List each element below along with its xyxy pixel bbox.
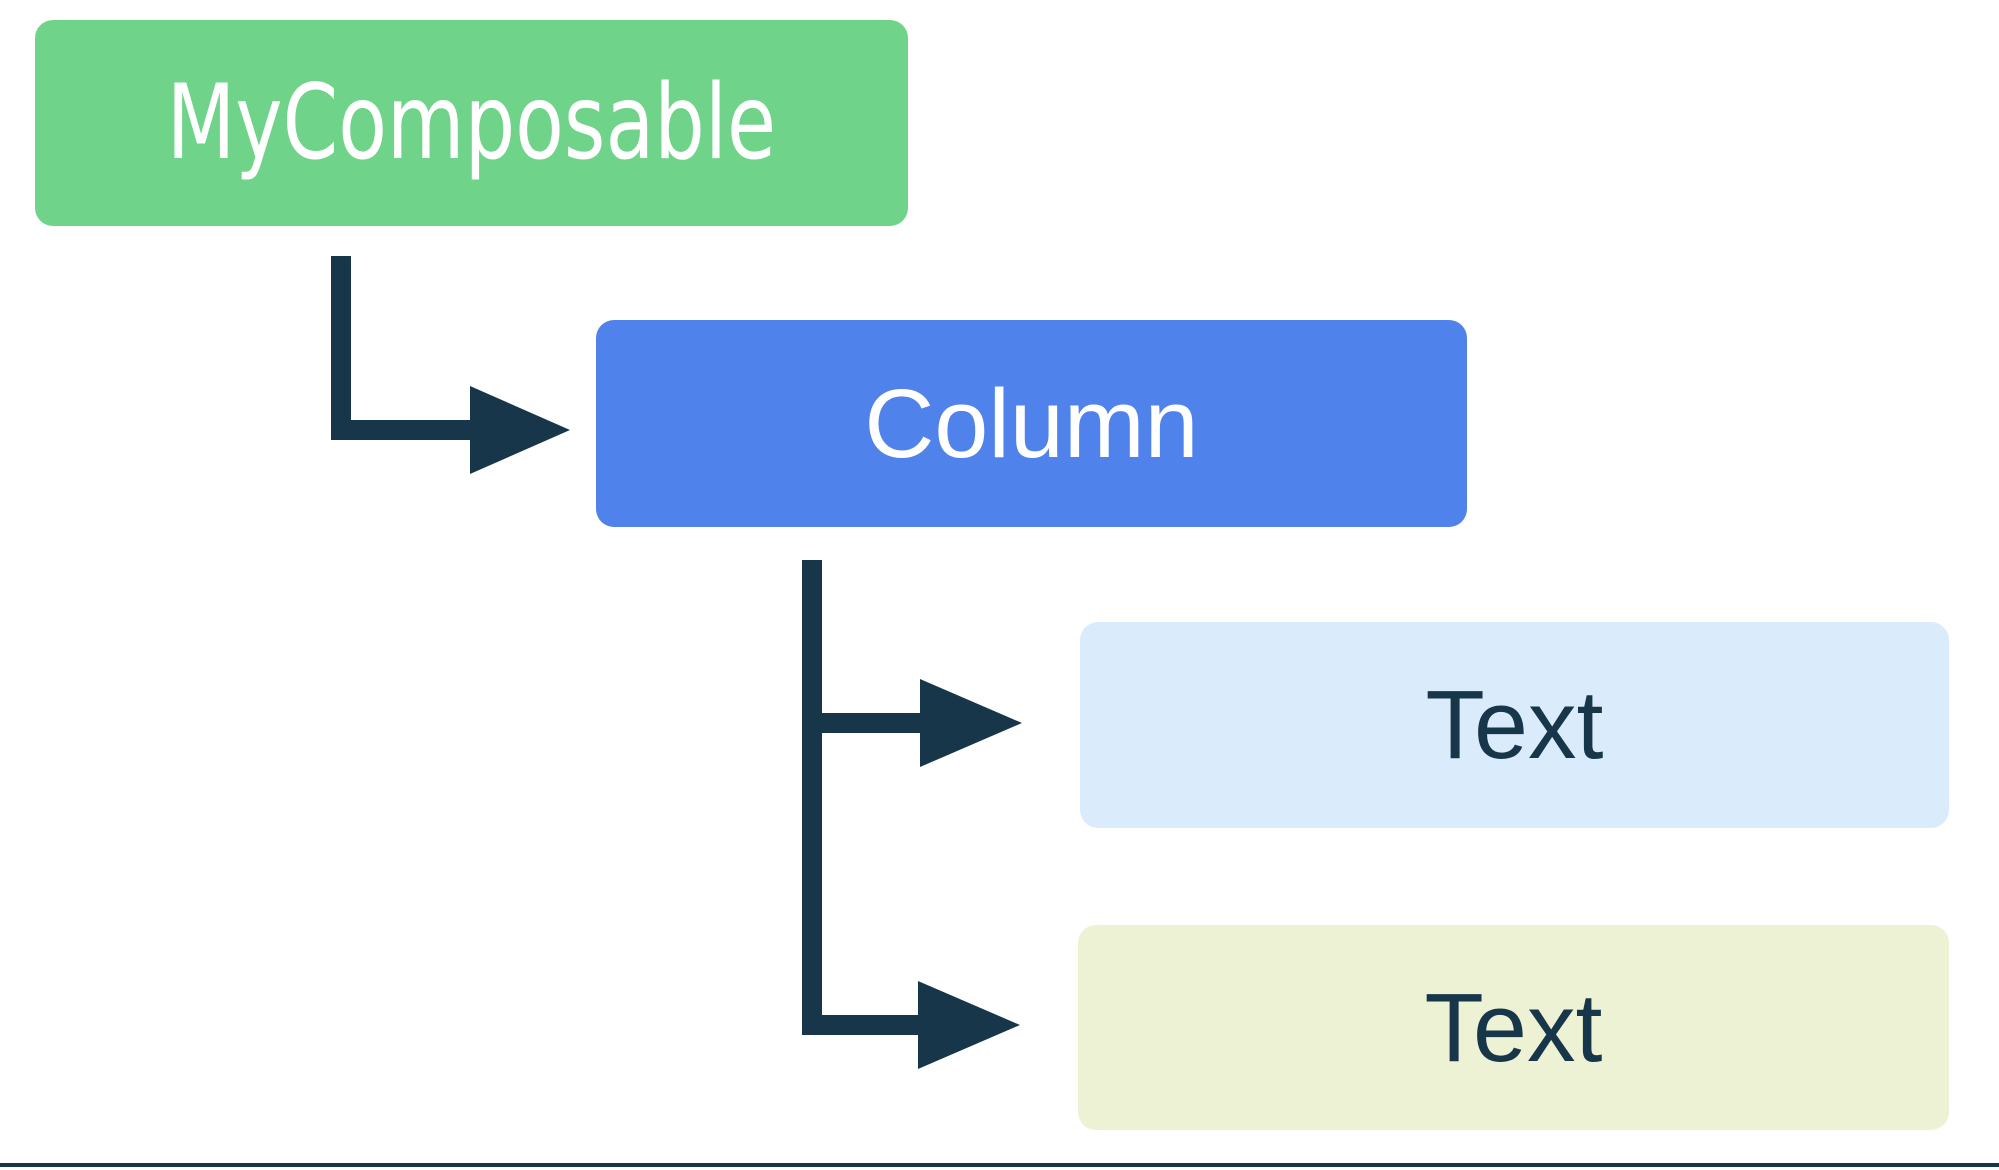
edge-root-to-column <box>331 256 570 474</box>
node-label-text-first: Text <box>1425 670 1604 780</box>
node-column[interactable]: Column <box>596 320 1467 527</box>
node-text-first[interactable]: Text <box>1080 622 1949 828</box>
node-label-text-second: Text <box>1424 972 1603 1082</box>
node-label-my-composable: MyComposable <box>166 62 777 183</box>
node-label-column: Column <box>864 368 1199 478</box>
bottom-divider <box>0 1163 1999 1167</box>
edge-column-to-text-2 <box>802 723 1020 1069</box>
node-text-second[interactable]: Text <box>1078 925 1949 1130</box>
edge-column-to-text-1 <box>802 560 1022 767</box>
node-my-composable[interactable]: MyComposable <box>35 20 908 226</box>
